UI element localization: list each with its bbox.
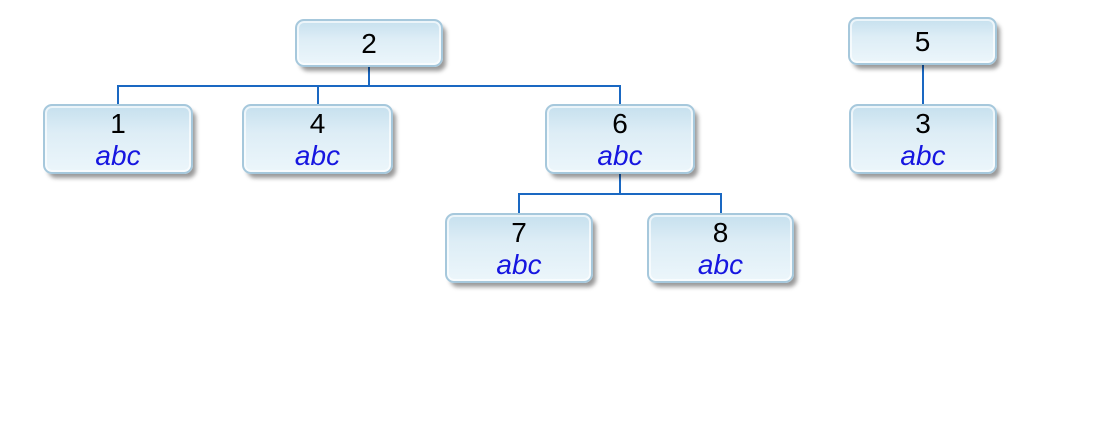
node-number: 4 — [309, 107, 326, 139]
node-label: abc — [597, 139, 643, 171]
node-label: abc — [900, 139, 946, 171]
node-number: 8 — [712, 216, 729, 248]
node-number: 3 — [915, 107, 931, 139]
node-number: 6 — [612, 107, 628, 139]
node-label: abc — [95, 139, 141, 171]
node-number: 5 — [914, 25, 931, 57]
node-label: abc — [496, 248, 542, 280]
tree-node-2[interactable]: 2 — [295, 19, 443, 67]
node-number: 7 — [511, 216, 527, 248]
node-label: abc — [697, 248, 744, 280]
node-number: 2 — [361, 27, 377, 59]
node-label: abc — [294, 139, 341, 171]
tree-node-5[interactable]: 5 — [848, 17, 997, 65]
node-number: 1 — [110, 107, 126, 139]
